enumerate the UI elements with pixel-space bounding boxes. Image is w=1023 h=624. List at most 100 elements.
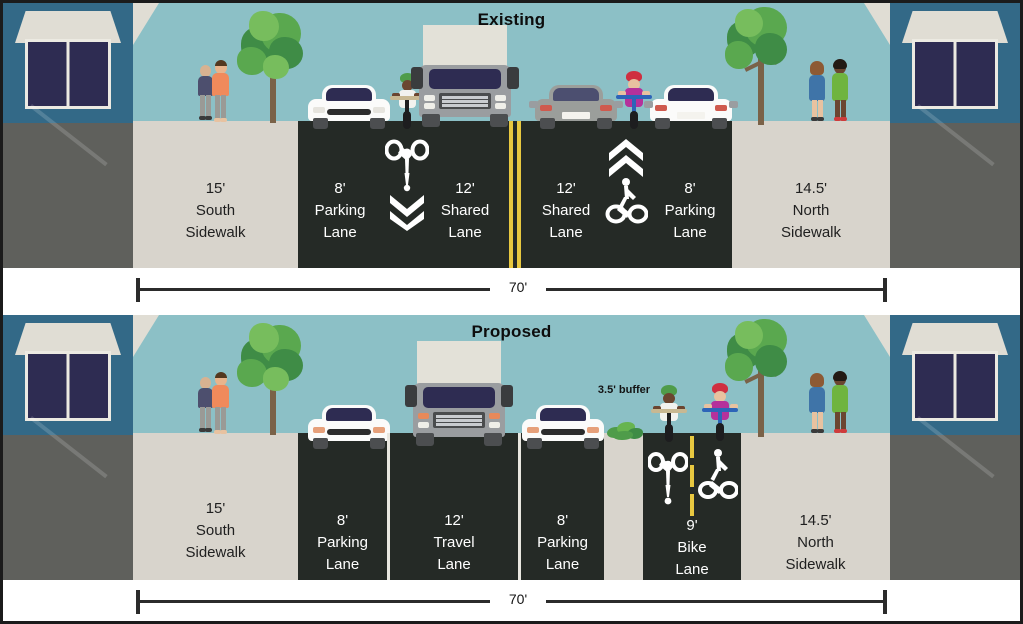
person-leg (200, 407, 205, 429)
parked-car-south (308, 85, 390, 129)
cyclist-head (628, 79, 640, 90)
label-bike-lane: 9' Bike Lane (643, 515, 741, 580)
label-line1: North (797, 533, 834, 551)
car-wheel (712, 118, 727, 129)
label-line1: Travel (433, 533, 475, 551)
person-shoe (205, 116, 212, 120)
building-window (912, 351, 998, 479)
tree-canopy (755, 33, 787, 65)
south-sidewalk-surface (133, 121, 298, 268)
car-grille (327, 429, 371, 435)
label-dim: 15' (205, 180, 226, 197)
buffer-strip-surface (604, 433, 643, 580)
bush-leaf (613, 431, 633, 440)
label-dim: 12' (556, 180, 576, 197)
label-line1: Parking (317, 533, 368, 551)
handlebars (390, 96, 425, 100)
tree-canopy (735, 9, 763, 37)
label-line1: Shared (541, 201, 591, 219)
person-shoe (811, 429, 818, 433)
cyclist-bike-lane-a (648, 385, 690, 442)
pedestrian-south-a (195, 65, 215, 121)
truck-marker-right (489, 422, 500, 428)
label-line2: Lane (673, 223, 707, 241)
truck-windshield (429, 69, 501, 89)
person-leg (841, 100, 846, 118)
person-leg (221, 95, 226, 119)
tree-canopy (237, 47, 267, 75)
box-truck-proposed (405, 341, 513, 446)
label-dim: 8' (556, 512, 569, 529)
street-tree-north (723, 7, 799, 125)
bike-lane-dash (690, 436, 694, 458)
truck-headlight-right (495, 95, 506, 101)
person-shoe (214, 430, 221, 434)
label-parking-lane-south: 8' Parking Lane (298, 510, 387, 575)
label-north-sidewalk: 14.5' North Sidewalk (741, 510, 890, 575)
tree-canopy (755, 345, 787, 377)
handlebars (702, 408, 738, 412)
street-tree-south (235, 11, 311, 123)
centerline-yellow-right (517, 121, 521, 268)
tree-canopy (249, 323, 279, 353)
truck-grille (439, 93, 491, 109)
car-wheel (370, 118, 385, 129)
person-leg (818, 412, 823, 430)
person-hair (810, 373, 824, 387)
license-plate (562, 112, 590, 119)
grille-line (435, 423, 483, 426)
grille-line (441, 104, 489, 107)
headlight-right (373, 107, 385, 113)
person-shoe (817, 429, 824, 433)
label-line1: Parking (664, 201, 716, 219)
headlight-left (313, 427, 325, 433)
person-leg (200, 95, 205, 117)
building-south (3, 3, 133, 167)
car-grille (327, 109, 371, 115)
dimension-tick-left (136, 278, 140, 302)
label-line1: Parking (314, 201, 366, 219)
truck-headlight-left (418, 413, 429, 419)
car-wheel (584, 438, 599, 449)
car-rear-window (553, 88, 599, 101)
label-shared-lane-south: 12' Shared Lane (419, 178, 511, 243)
person-hair (810, 61, 824, 75)
buffer-callout-dim: 3.5' (597, 384, 616, 396)
headlight-left (313, 107, 325, 113)
person-shoe (834, 429, 841, 433)
car-mirror-left (644, 101, 653, 108)
bike-frame (632, 99, 636, 119)
pedestrian-south-b (210, 60, 232, 123)
label-line2: Sidewalk (185, 223, 246, 241)
truck-headlight-left (424, 95, 435, 101)
building-south (3, 315, 133, 479)
label-line1: Parking (537, 533, 588, 551)
truck-wheel-left (416, 433, 434, 446)
dimension-line-left (138, 288, 493, 291)
person-leg (835, 100, 840, 118)
label-parking-lane-south: 8' Parking Lane (298, 178, 382, 243)
person-head (200, 65, 211, 77)
dimension-bar-proposed: 70' (3, 580, 1020, 621)
cyclist-head (663, 393, 675, 404)
car-mirror-left (529, 101, 538, 108)
taillight-left (540, 105, 552, 111)
label-dim: 12' (455, 180, 475, 197)
scene-existing: 15' South Sidewalk 8' Parking Lane 12' S… (3, 3, 1020, 268)
car-wheel (597, 118, 612, 129)
tree-canopy (725, 41, 753, 69)
parked-car-north (644, 85, 738, 129)
bike-helmet (400, 73, 415, 83)
label-line2: Lane (545, 555, 580, 573)
pedestrian-north-b (829, 371, 851, 435)
label-line2: Sidewalk (785, 555, 846, 573)
headlight-right (587, 427, 599, 433)
grille-line (435, 415, 483, 418)
label-line1: Shared (440, 201, 490, 219)
truck-mirror-left (411, 67, 423, 89)
parking-lane-north-surface (521, 433, 604, 580)
label-line1: South (195, 521, 236, 539)
label-dim: 12' (444, 512, 464, 529)
person-shoe (214, 118, 221, 122)
truck-box (423, 25, 507, 69)
